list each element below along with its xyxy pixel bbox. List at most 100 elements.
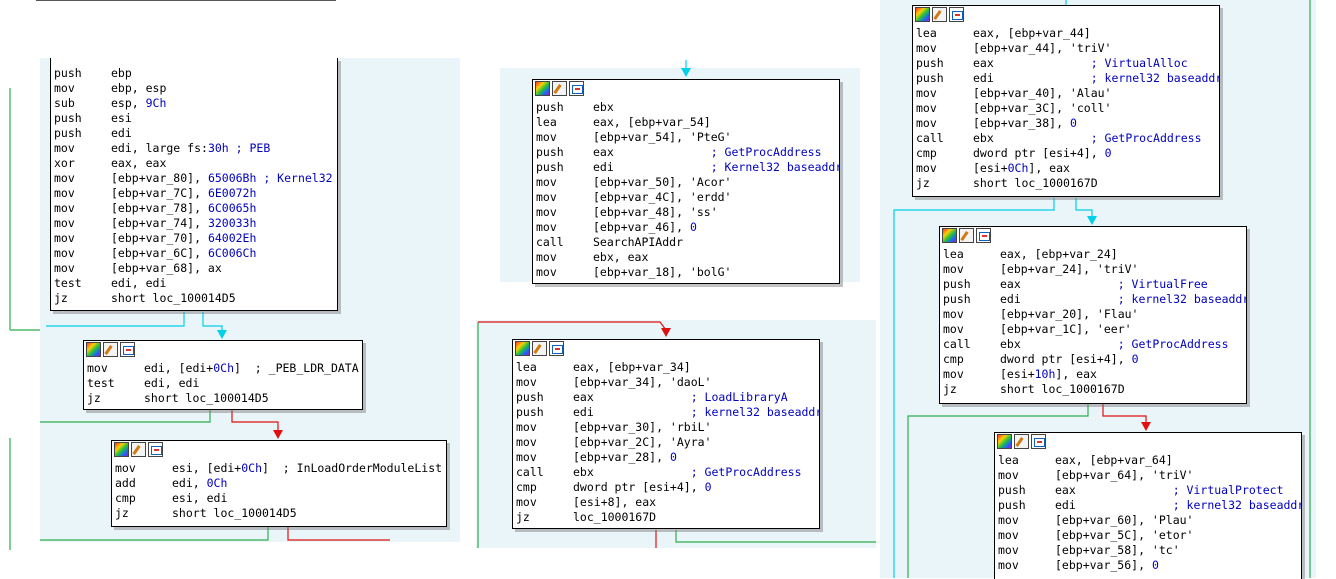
- palette-icon[interactable]: [86, 342, 101, 357]
- graph-overview-icon[interactable]: [569, 81, 584, 96]
- graph-overview-icon[interactable]: [148, 442, 163, 457]
- palette-icon[interactable]: [114, 442, 129, 457]
- instruction-line[interactable]: mov[ebp+var_60], 'Plau': [998, 513, 1301, 528]
- graph-overview-icon[interactable]: [120, 342, 135, 357]
- instruction-line[interactable]: mov[esi+8], eax: [516, 495, 819, 510]
- instruction-line[interactable]: mov[ebp+var_78], 6C0065h: [54, 201, 337, 216]
- instruction-line[interactable]: mov[ebp+var_5C], 'etor': [998, 528, 1301, 543]
- instruction-line[interactable]: mov[ebp+var_58], 'tc': [998, 543, 1301, 558]
- graph-overview-icon[interactable]: [549, 341, 564, 356]
- edit-icon[interactable]: [131, 442, 146, 457]
- instruction-line[interactable]: mov[ebp+var_68], ax: [54, 261, 337, 276]
- instruction-line[interactable]: mov[ebp+var_38], 0: [916, 116, 1219, 131]
- instruction-line[interactable]: mov[ebp+var_6C], 6C006Ch: [54, 246, 337, 261]
- instruction-line[interactable]: mov[ebp+var_4C], 'erdd': [536, 190, 839, 205]
- edit-icon[interactable]: [552, 81, 567, 96]
- instruction-line[interactable]: mov[ebp+var_2C], 'Ayra': [516, 435, 819, 450]
- instruction-line[interactable]: mov[ebp+var_34], 'daoL': [516, 375, 819, 390]
- graph-overview-icon[interactable]: [1031, 434, 1046, 449]
- instruction-line[interactable]: mov[ebp+var_18], 'bolG': [536, 265, 839, 280]
- edit-icon[interactable]: [932, 7, 947, 22]
- instruction-line[interactable]: mov[ebp+var_46], 0: [536, 220, 839, 235]
- instruction-line[interactable]: mov[ebp+var_24], 'triV': [943, 262, 1246, 277]
- instruction-line[interactable]: mov[ebp+var_7C], 6E0072h: [54, 186, 337, 201]
- instruction-line[interactable]: mov[ebp+var_54], 'PteG': [536, 130, 839, 145]
- instruction-line[interactable]: mov[ebp+var_48], 'ss': [536, 205, 839, 220]
- palette-icon[interactable]: [515, 341, 530, 356]
- graph-overview-icon[interactable]: [976, 228, 991, 243]
- instruction-line[interactable]: mov[ebp+var_80], 65006Bh ; Kernel32: [54, 171, 337, 186]
- instruction-line[interactable]: mov[ebp+var_56], 0: [998, 558, 1301, 573]
- instruction-line[interactable]: mov[ebp+var_28], 0: [516, 450, 819, 465]
- instruction-line[interactable]: mov[ebp+var_70], 64002Eh: [54, 231, 337, 246]
- palette-icon[interactable]: [942, 228, 957, 243]
- edit-icon[interactable]: [1014, 434, 1029, 449]
- instruction-line[interactable]: mov[esi+10h], eax: [943, 367, 1246, 382]
- instruction-line[interactable]: mov[ebp+var_50], 'Acor': [536, 175, 839, 190]
- palette-icon[interactable]: [915, 7, 930, 22]
- palette-icon[interactable]: [535, 81, 550, 96]
- instruction-line[interactable]: mov[ebp+var_74], 320033h: [54, 216, 337, 231]
- edit-icon[interactable]: [532, 341, 547, 356]
- instruction-line[interactable]: mov[ebp+var_40], 'Alau': [916, 86, 1219, 101]
- instruction-line[interactable]: mov[ebp+var_64], 'triV': [998, 468, 1301, 483]
- instruction-line[interactable]: mov[ebp+var_30], 'rbiL': [516, 420, 819, 435]
- edit-icon[interactable]: [959, 228, 974, 243]
- instruction-line[interactable]: mov[ebp+var_20], 'Flau': [943, 307, 1246, 322]
- instruction-line[interactable]: mov[ebp+var_3C], 'coll': [916, 101, 1219, 116]
- edit-icon[interactable]: [103, 342, 118, 357]
- palette-icon[interactable]: [997, 434, 1012, 449]
- instruction-line[interactable]: mov[ebp+var_1C], 'eer': [943, 322, 1246, 337]
- graph-overview-icon[interactable]: [949, 7, 964, 22]
